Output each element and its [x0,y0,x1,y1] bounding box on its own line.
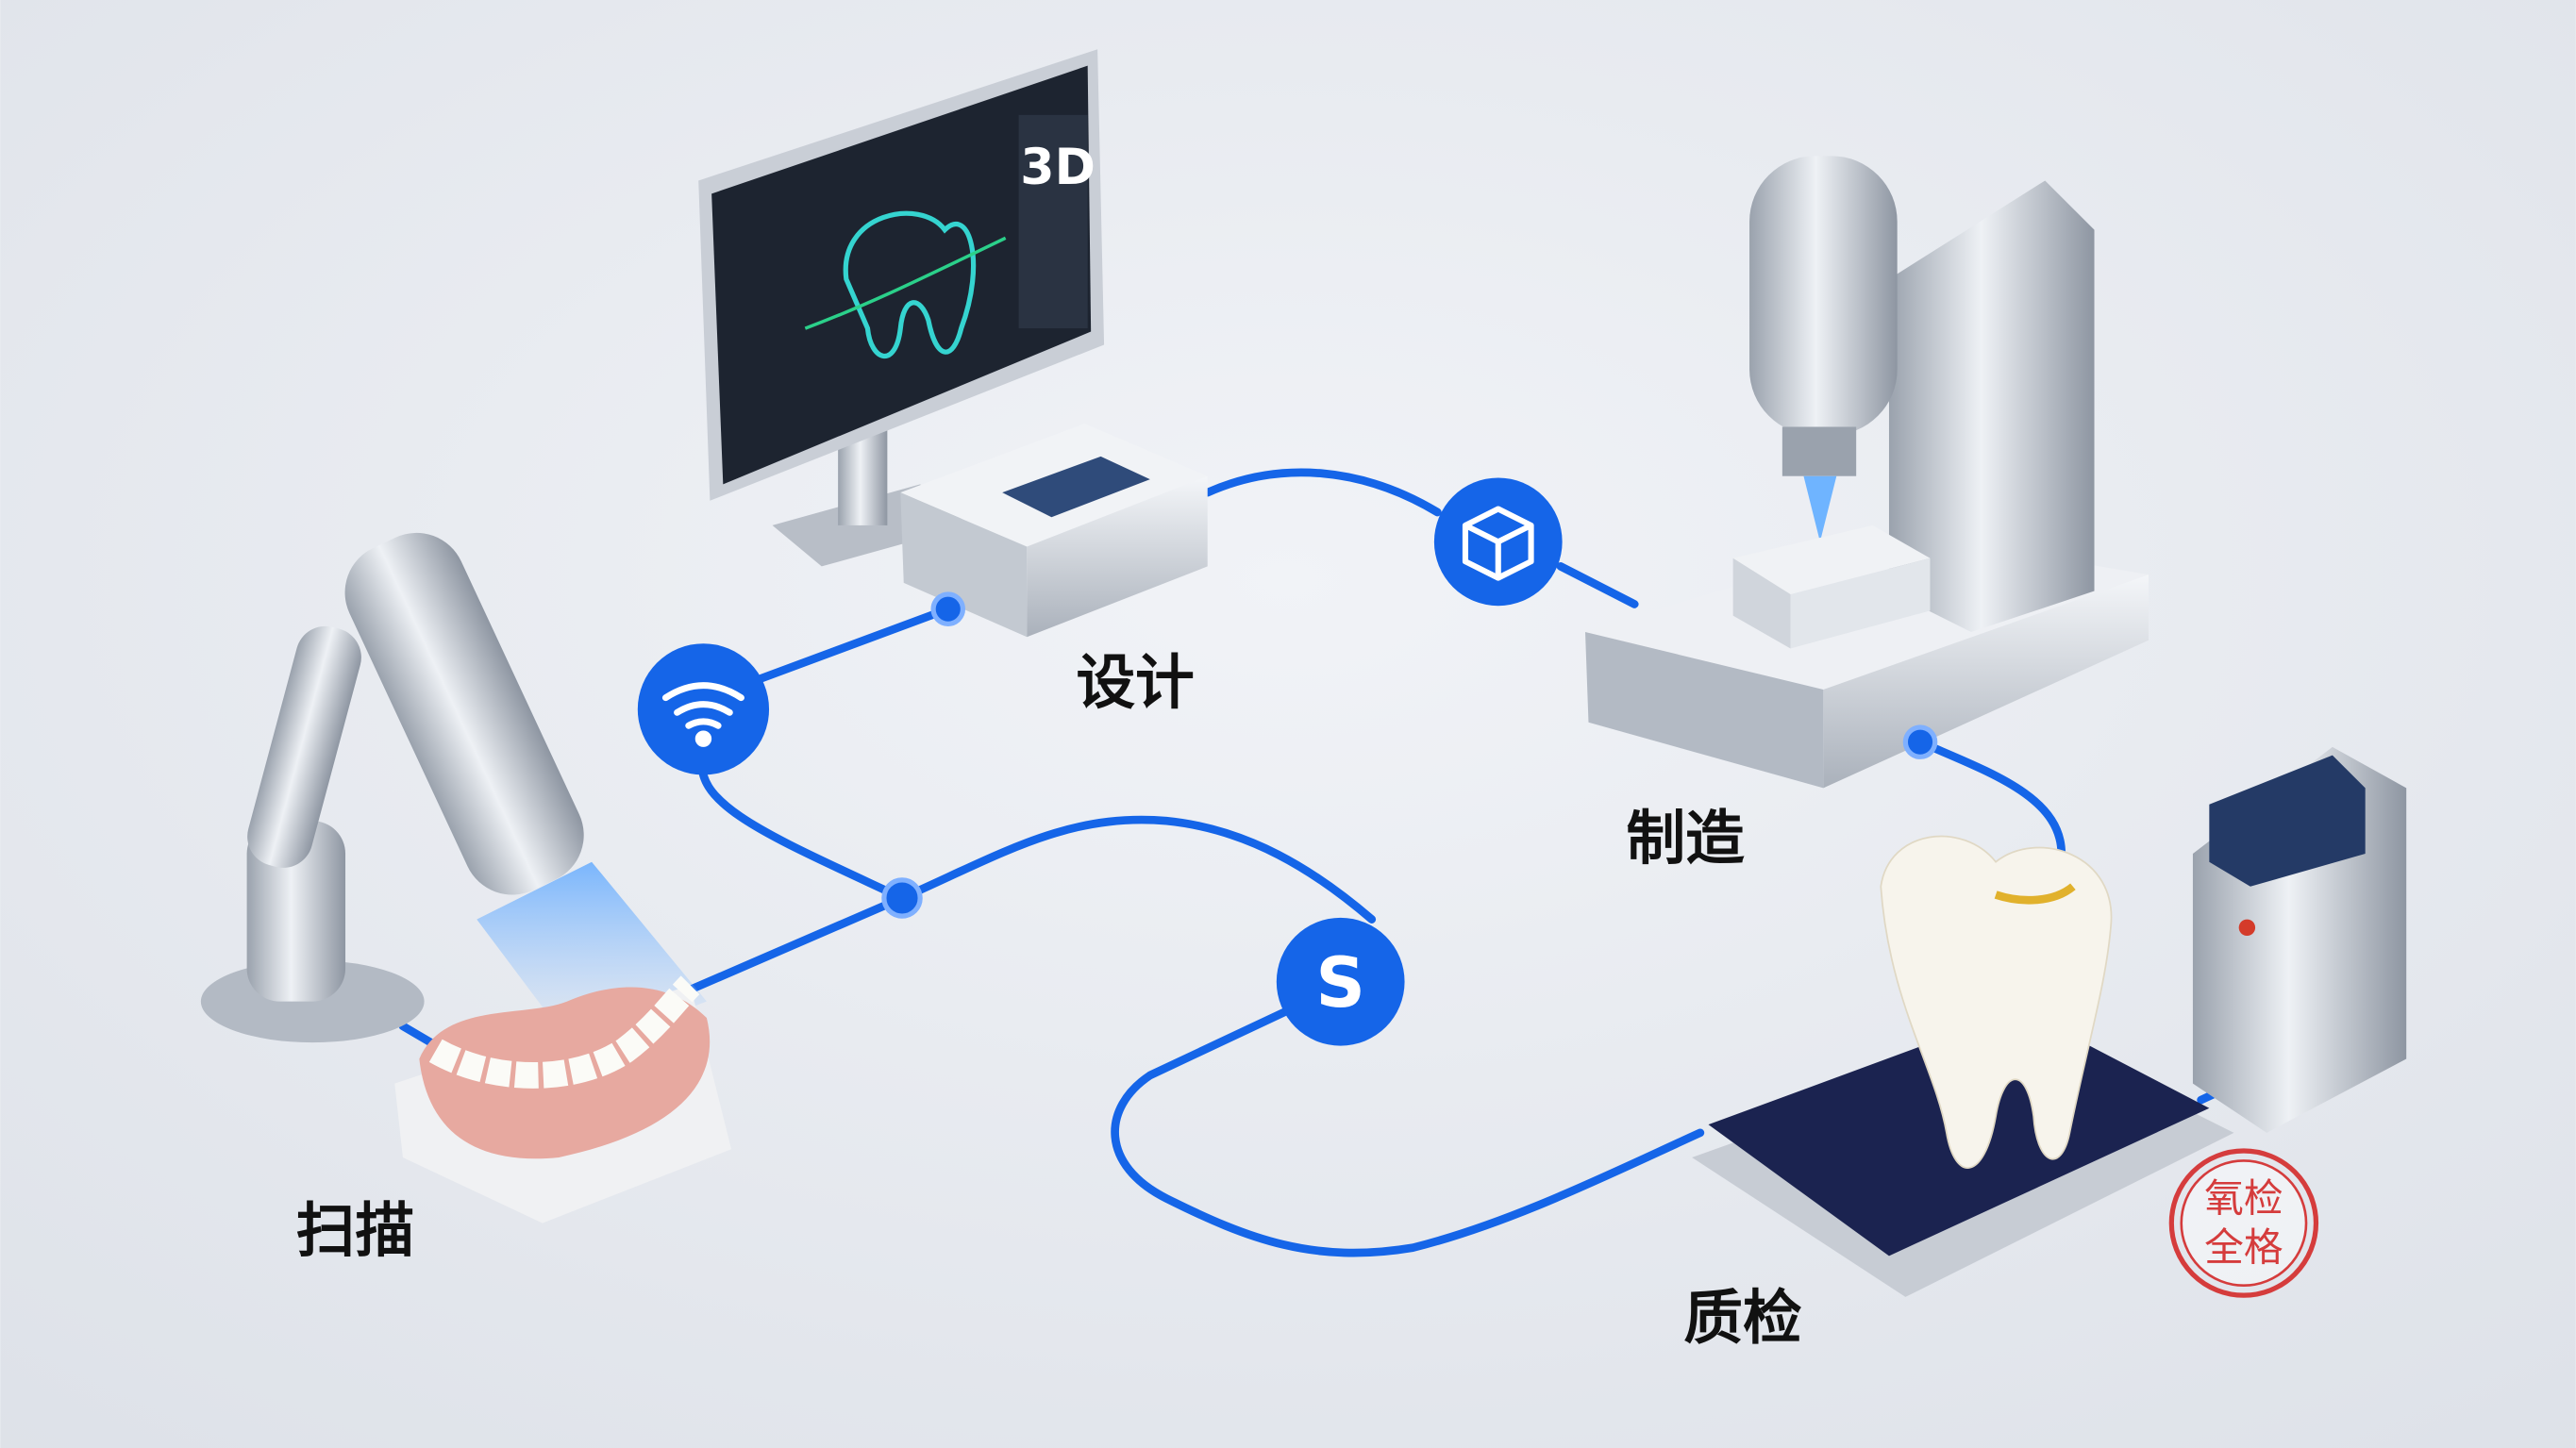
svg-text:氧检: 氧检 [2204,1174,2283,1221]
dot-junction [881,877,923,919]
inspection-device [2192,746,2407,1133]
dental-model [394,975,732,1223]
milling-machine [1585,156,2149,789]
design-unit [900,424,1208,638]
connection-dots [881,591,1938,919]
cube-icon [1462,506,1534,581]
label-manufacture: 制造 [1627,804,1746,873]
dot-manufacture [1902,724,1938,759]
dot-design [930,591,966,626]
tooth-crown [1880,835,2113,1169]
wifi-icon [661,682,744,747]
label-design: 设计 [1076,648,1194,717]
inspection-pad [1692,835,2234,1297]
label-inspection: 质检 [1683,1283,1801,1352]
monitor-3d-text: 3D [1020,140,1096,196]
svg-text:全格: 全格 [2204,1224,2283,1271]
label-scan: 扫描 [296,1196,414,1265]
approval-stamp: 氧检 全格 [2168,1148,2319,1298]
s-icon: S [1315,943,1365,1024]
wifi-node [637,643,770,775]
cube-node [1433,477,1563,607]
scanner-arm [200,532,707,1051]
s-node: S [1276,917,1405,1046]
